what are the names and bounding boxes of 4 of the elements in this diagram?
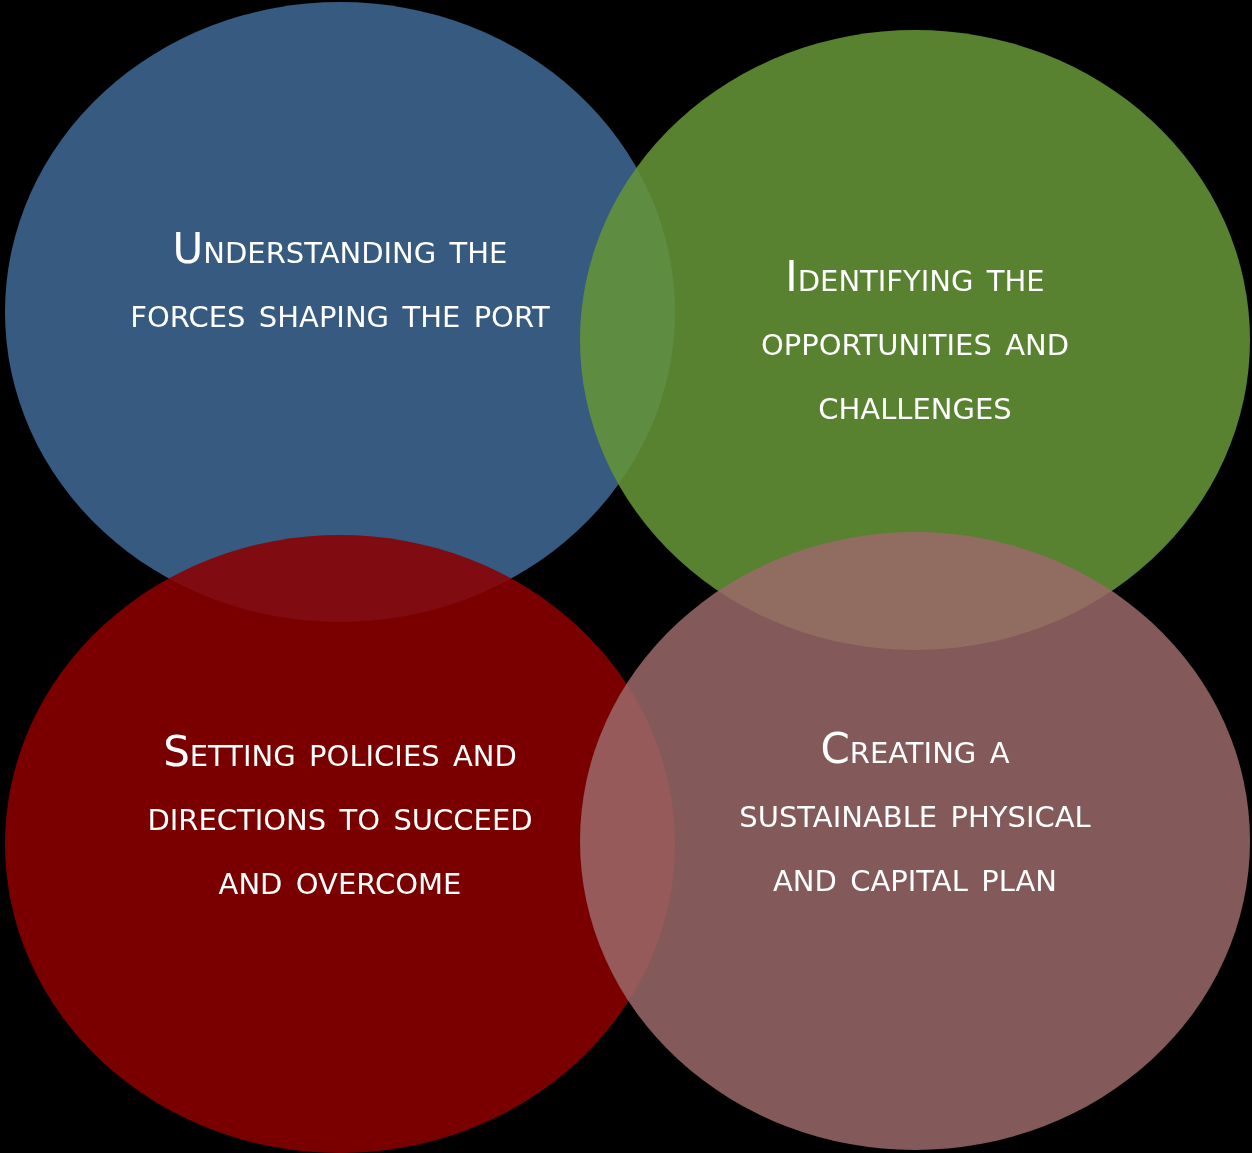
circle-label: Creating a sustainable physical and capital plan [738,723,1092,903]
circle-label: Identifying the opportunities and challenges [759,251,1071,431]
circle-label: Setting policies and directions to succeed and overcome [146,726,534,906]
circle-label: Understanding the forces shaping the port [129,223,551,339]
